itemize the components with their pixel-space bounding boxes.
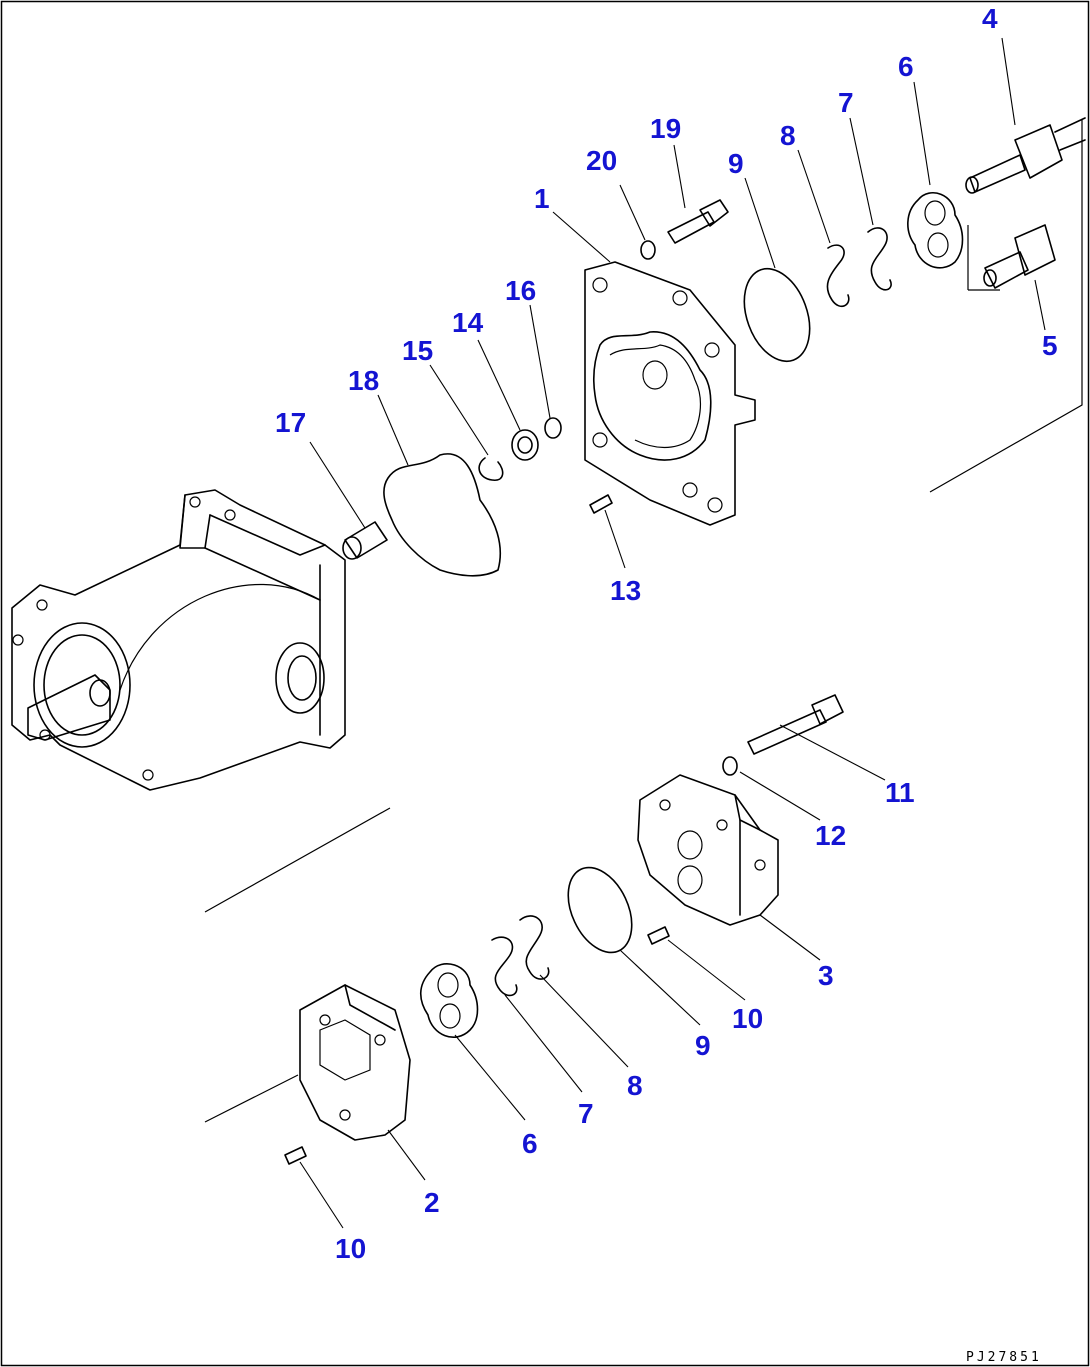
- part-13-dowel-pin: [589, 494, 613, 514]
- label-part-13: 13: [610, 575, 641, 606]
- part-2-rear-cover: [299, 984, 411, 1141]
- label-part-9-top: 9: [728, 148, 744, 179]
- leader-lines: [299, 37, 1046, 1229]
- part-1-cover-plate: [584, 261, 756, 526]
- part-10-dowel-upper: [647, 926, 670, 945]
- label-part-9-bottom: 9: [695, 1030, 711, 1061]
- part-7-seal-ring-bottom: [491, 936, 518, 997]
- label-part-8-bottom: 8: [627, 1070, 643, 1101]
- part-11-bolt: [747, 694, 844, 755]
- part-labels: 4 6 7 8 9 19 20 1 16 14 15 18 17 5 13 11…: [275, 3, 1058, 1264]
- drawing-code: PJ27851: [966, 1350, 1042, 1365]
- label-part-6-bottom: 6: [522, 1128, 538, 1159]
- part-6-wear-plate-bottom: [419, 963, 479, 1039]
- label-part-6-top: 6: [898, 51, 914, 82]
- main-pump-body: [11, 489, 346, 791]
- label-part-20: 20: [586, 145, 617, 176]
- label-part-3: 3: [818, 960, 834, 991]
- part-10-dowel-lower: [284, 1146, 307, 1165]
- label-part-11: 11: [885, 777, 915, 808]
- label-part-7-top: 7: [838, 87, 854, 118]
- part-18-gasket: [383, 453, 502, 577]
- label-part-10-upper: 10: [732, 1003, 763, 1034]
- part-14-bearing: [511, 429, 539, 461]
- part-15-snap-ring: [478, 457, 504, 481]
- part-12-washer: [722, 756, 738, 776]
- label-part-18: 18: [348, 365, 379, 396]
- label-part-1: 1: [534, 183, 550, 214]
- part-4-drive-gear: [965, 117, 1086, 194]
- part-8-backup-ring-top: [826, 244, 850, 308]
- label-part-2: 2: [424, 1187, 440, 1218]
- label-part-14: 14: [452, 307, 484, 338]
- part-8-backup-ring-bottom: [519, 915, 550, 980]
- label-part-4: 4: [982, 3, 998, 34]
- label-part-12: 12: [815, 820, 846, 851]
- part-5-driven-gear: [983, 224, 1056, 289]
- axis-lines: [204, 120, 1083, 1123]
- label-part-16: 16: [505, 275, 536, 306]
- part-16-seal-ring: [544, 417, 562, 439]
- label-part-19: 19: [650, 113, 681, 144]
- part-19-bolt: [667, 199, 729, 244]
- part-7-seal-ring-top: [867, 227, 892, 291]
- part-3-gear-housing: [637, 774, 779, 926]
- label-part-8-top: 8: [780, 120, 796, 151]
- label-part-7-bottom: 7: [578, 1098, 594, 1129]
- part-6-wear-plate-top: [907, 191, 964, 269]
- part-20-washer: [640, 240, 656, 260]
- label-part-10-lower: 10: [335, 1233, 366, 1264]
- label-part-15: 15: [402, 335, 433, 366]
- part-9-o-ring-bottom: [567, 866, 633, 954]
- label-part-17: 17: [275, 407, 306, 438]
- label-part-5: 5: [1042, 330, 1058, 361]
- part-9-o-ring-top: [743, 267, 811, 363]
